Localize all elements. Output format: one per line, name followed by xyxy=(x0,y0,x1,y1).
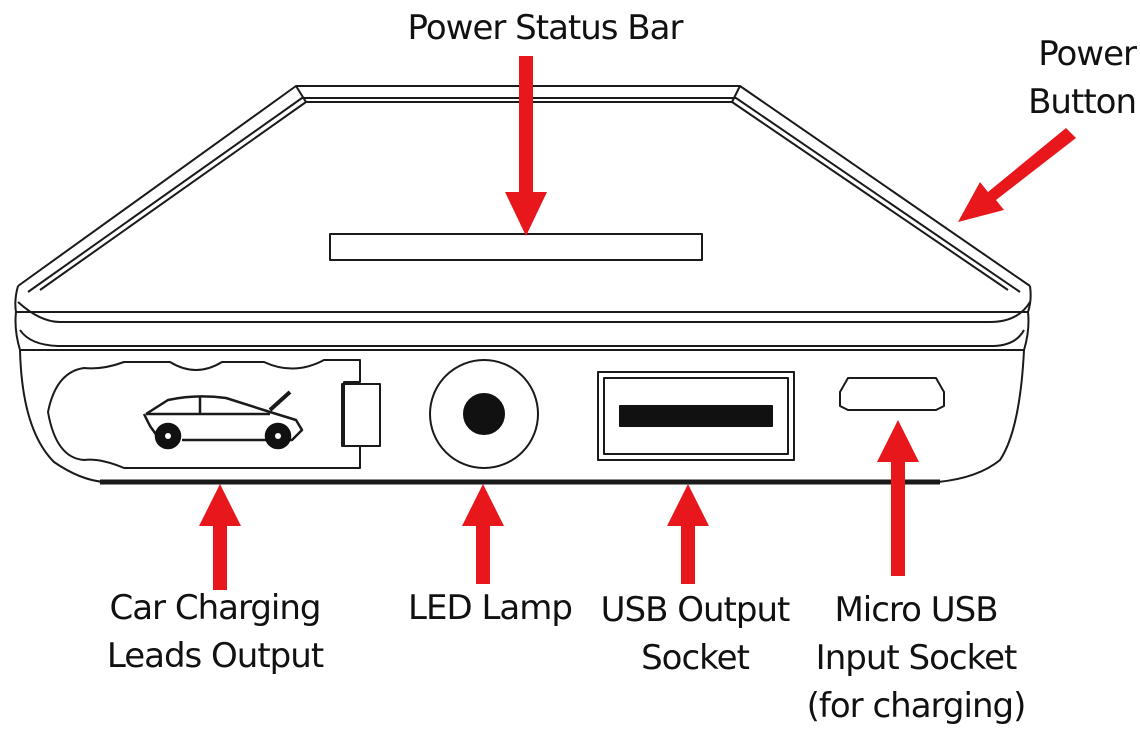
label-car-charging-leads-output: Car Charging Leads Output xyxy=(100,584,330,680)
arrow-micro-usb xyxy=(877,420,919,576)
label-micro-usb-line3: (for charging) xyxy=(806,686,1027,726)
label-power-button: Power Button xyxy=(1010,30,1137,126)
label-usb-output-line1: USB Output xyxy=(600,590,791,630)
power-status-bar xyxy=(329,233,703,261)
usb-output-socket xyxy=(597,371,795,461)
label-power-status-bar-text: Power Status Bar xyxy=(407,8,684,48)
label-usb-output-socket: USB Output Socket xyxy=(590,586,800,682)
label-led-lamp-text: LED Lamp xyxy=(408,588,573,628)
label-micro-usb-line2: Input Socket xyxy=(815,638,1018,678)
device-body xyxy=(14,285,1032,483)
label-power-button-line2: Button xyxy=(1028,82,1137,122)
label-power-status-bar: Power Status Bar xyxy=(400,4,690,52)
car-charging-leads-port xyxy=(47,359,381,469)
label-car-charging-line1: Car Charging xyxy=(109,588,321,628)
micro-usb-input-socket xyxy=(839,377,945,411)
arrow-power-button xyxy=(958,128,1076,222)
arrow-car-charging-leads xyxy=(199,484,241,590)
label-car-charging-line2: Leads Output xyxy=(106,636,324,676)
arrow-power-status-bar xyxy=(505,56,547,236)
led-lamp xyxy=(429,359,539,469)
label-usb-output-line2: Socket xyxy=(641,638,750,678)
label-micro-usb-input-socket: Micro USB Input Socket (for charging) xyxy=(800,586,1032,730)
label-micro-usb-line1: Micro USB xyxy=(834,590,998,630)
label-power-button-line1: Power xyxy=(1038,34,1137,74)
car-icon xyxy=(142,390,304,450)
label-led-lamp: LED Lamp xyxy=(400,584,580,632)
arrow-usb-output xyxy=(667,484,709,584)
arrow-led-lamp xyxy=(462,484,504,584)
